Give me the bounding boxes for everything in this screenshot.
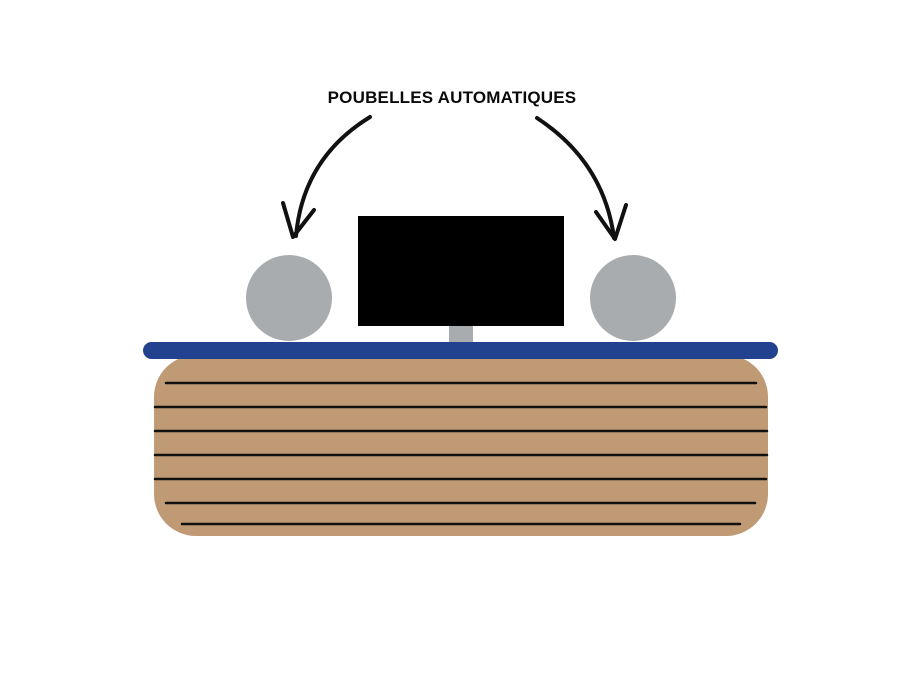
- desk-slats: [153, 381, 769, 526]
- right-arrow-icon: [535, 116, 628, 241]
- right-bin-icon: [590, 255, 676, 341]
- desk-body: [154, 355, 768, 536]
- right-arrow-head: [594, 203, 628, 241]
- monitor-stand: [449, 324, 473, 345]
- right-arrow-shaft: [535, 116, 616, 240]
- countertop: [143, 342, 778, 359]
- left-arrow-shaft: [294, 115, 372, 238]
- monitor-icon: [358, 216, 564, 326]
- left-bin-icon: [246, 255, 332, 341]
- left-arrow-icon: [281, 115, 372, 239]
- left-arrow-head: [281, 201, 316, 239]
- diagram-title: POUBELLES AUTOMATIQUES: [327, 88, 577, 107]
